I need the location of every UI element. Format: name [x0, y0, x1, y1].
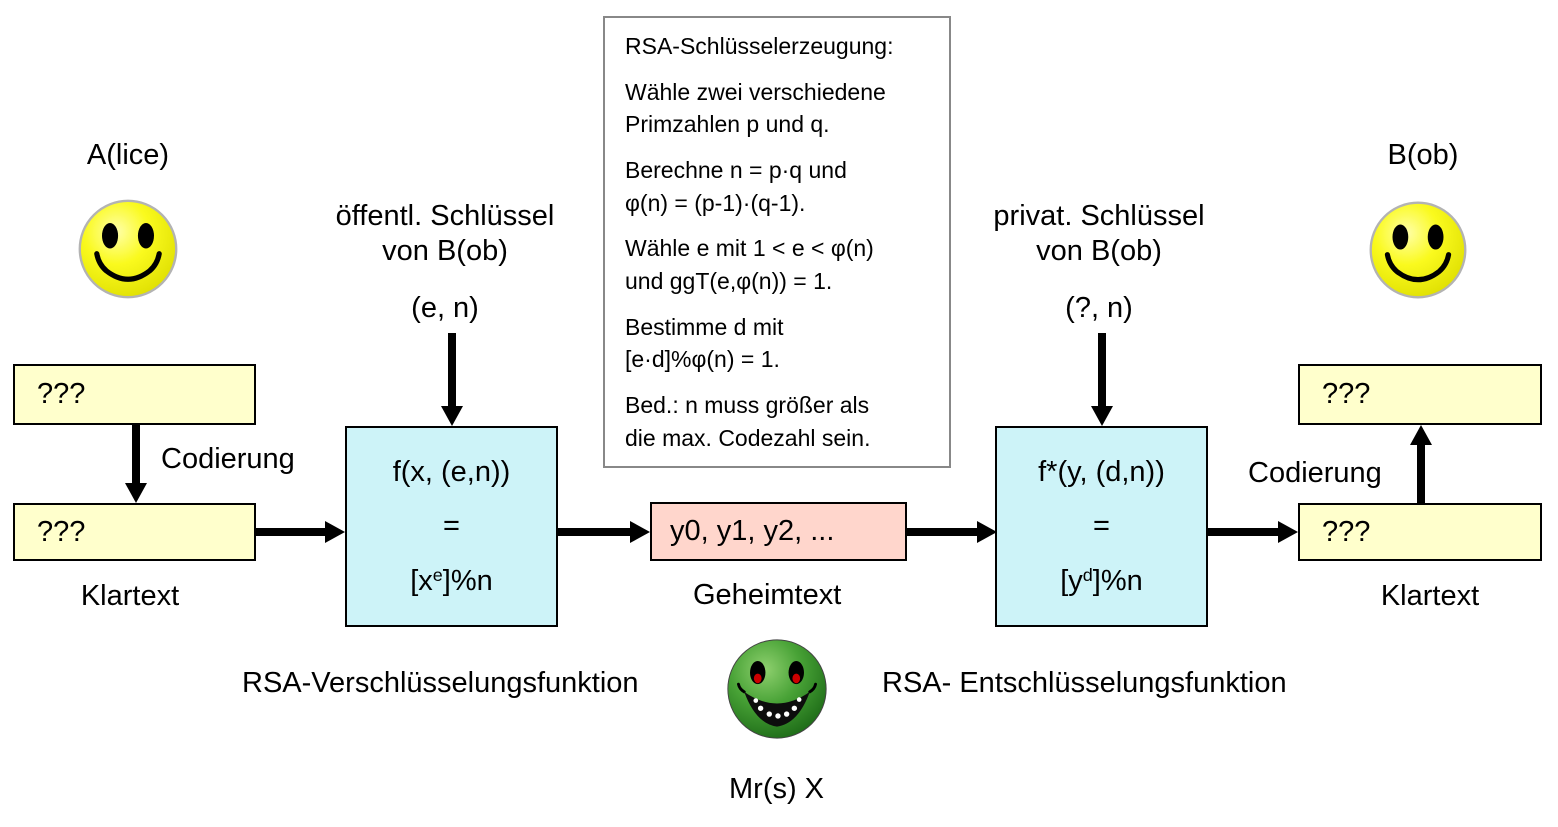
alice-smiley-icon: [78, 199, 178, 299]
keygen-step-2: Berechne n = p·q und φ(n) = (p-1)·(q-1).: [625, 156, 847, 216]
decrypt-formula: [yd]%n: [1060, 565, 1143, 598]
keygen-step-1: Wähle zwei verschiedene Primzahlen p und…: [625, 78, 886, 138]
public-key-arrow-down: [441, 333, 463, 426]
decrypt-formula-pre: [y: [1060, 564, 1083, 597]
arrow-encrypt-to-cipher: [557, 521, 650, 543]
encrypt-formula-exponent: e: [432, 565, 443, 586]
private-key-arrow-down: [1091, 333, 1113, 426]
arrow-decrypt-to-plaintext: [1208, 521, 1298, 543]
decrypt-function-box: f*(y, (d,n)) = [yd]%n: [995, 426, 1208, 627]
mrx-label: Mr(s) X: [729, 773, 825, 805]
encrypt-caption: RSA-Verschlüsselungsfunktion: [242, 667, 639, 699]
bob-smiley-icon: [1369, 201, 1467, 299]
keygen-title: RSA-Schlüsselerzeugung:: [625, 33, 894, 59]
public-key-value: (e, n): [411, 292, 479, 324]
encrypt-formula: [xe]%n: [410, 565, 493, 598]
coding-arrow-left: [125, 425, 147, 503]
encrypt-signature: f(x, (e,n)): [392, 455, 511, 488]
alice-label: A(lice): [86, 139, 170, 171]
plaintext-coded-box-right: ???: [1298, 503, 1542, 561]
coding-arrow-right: [1410, 425, 1432, 503]
plaintext-coded-value-right: ???: [1322, 515, 1371, 548]
encrypt-formula-pre: [x: [410, 564, 433, 597]
decrypt-formula-exponent: d: [1082, 565, 1093, 586]
geheimtext-label: Geheimtext: [693, 579, 842, 611]
ciphertext-box: y0, y1, y2, ...: [650, 502, 907, 561]
arrow-cipher-to-decrypt: [907, 521, 997, 543]
public-key-label: öffentl. Schlüssel von B(ob): [335, 200, 555, 268]
mrx-evil-smiley-icon: [727, 639, 827, 739]
encrypt-formula-post: ]%n: [442, 564, 493, 597]
plaintext-raw-box-left: ???: [13, 364, 256, 425]
decrypt-equals: =: [1093, 510, 1110, 542]
decrypt-caption: RSA- Entschlüsselungsfunktion: [882, 667, 1287, 699]
keygen-step-3: Wähle e mit 1 < e < φ(n) und ggT(e,φ(n))…: [625, 235, 874, 294]
encrypt-function-box: f(x, (e,n)) = [xe]%n: [345, 426, 558, 627]
keygen-box: RSA-Schlüsselerzeugung: Wähle zwei versc…: [603, 16, 951, 468]
encrypt-equals: =: [443, 510, 460, 542]
coding-label-left: Codierung: [161, 443, 295, 475]
plaintext-raw-value-right: ???: [1322, 378, 1371, 410]
plaintext-raw-value-left: ???: [37, 378, 86, 410]
keygen-step-5: Bed.: n muss größer als die max. Codezah…: [625, 391, 871, 451]
arrow-plaintext-to-encrypt: [256, 521, 345, 543]
klartext-label-left: Klartext: [80, 580, 180, 612]
bob-label: B(ob): [1387, 139, 1459, 171]
keygen-step-4: Bestimme d mit [e·d]%φ(n) = 1.: [625, 313, 784, 373]
private-key-value: (?, n): [1065, 292, 1133, 324]
plaintext-coded-box-left: ???: [13, 503, 256, 561]
plaintext-coded-value-left: ???: [37, 515, 86, 548]
decrypt-formula-post: ]%n: [1092, 564, 1143, 597]
klartext-label-right: Klartext: [1380, 580, 1480, 612]
ciphertext-value: y0, y1, y2, ...: [670, 515, 835, 547]
coding-label-right: Codierung: [1248, 457, 1382, 489]
decrypt-signature: f*(y, (d,n)): [1038, 455, 1165, 488]
private-key-label: privat. Schlüssel von B(ob): [993, 200, 1205, 268]
plaintext-raw-box-right: ???: [1298, 364, 1542, 425]
